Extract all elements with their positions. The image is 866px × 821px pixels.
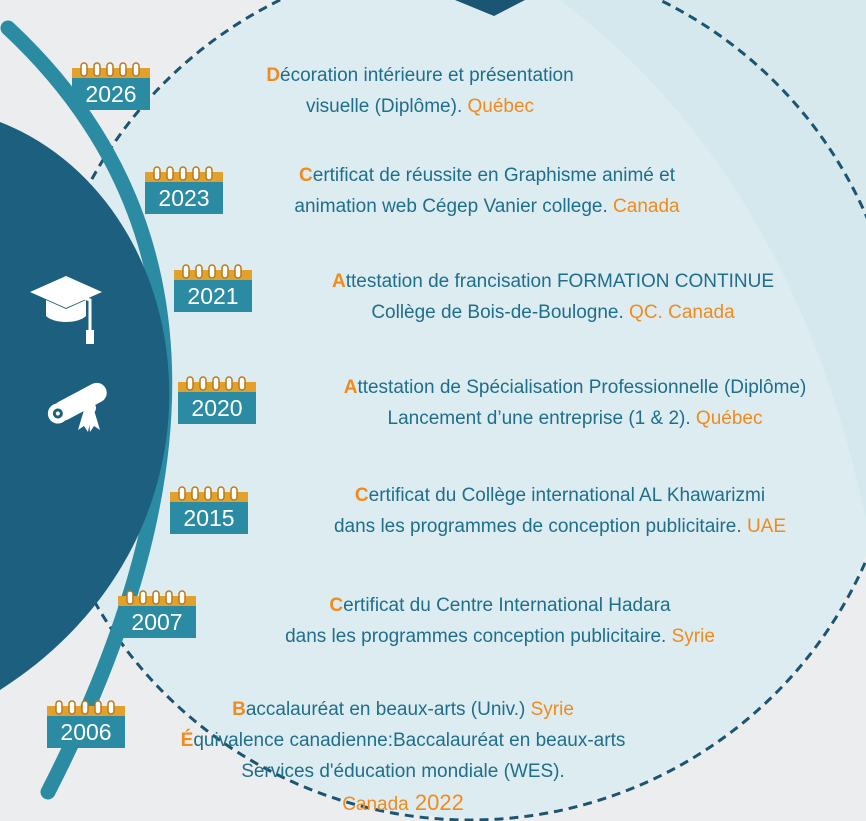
year-badge: 2020: [178, 376, 256, 424]
entry-text: dans les programmes conception publicita…: [285, 626, 672, 647]
initial-letter: C: [354, 485, 369, 506]
entry-text: accalauréat en beaux-arts (Univ.): [245, 699, 531, 720]
year-badge: 2026: [72, 62, 150, 110]
entry-text: quivalence canadienne:Baccalauréat en be…: [193, 730, 626, 751]
calendar-icon: [145, 166, 223, 184]
entry-line: Collège de Bois-de-Boulogne. QC. Canada: [253, 297, 853, 328]
initial-letter: A: [331, 271, 346, 292]
year-label: 2021: [174, 280, 252, 312]
initial-letter: C: [299, 165, 313, 186]
year-label: 2026: [72, 78, 150, 110]
year-label: 2020: [178, 392, 256, 424]
timeline-entry: Certificat du Centre International Hadar…: [200, 590, 800, 652]
initial-letter: A: [343, 377, 358, 398]
diploma-scroll-icon: [47, 382, 107, 432]
calendar-icon: [178, 376, 256, 394]
year-badge: 2006: [47, 700, 125, 748]
timeline-entry: Certificat de réussite en Graphisme anim…: [187, 160, 787, 222]
location-label: QC. Canada: [629, 302, 735, 323]
entry-line: Services d'éducation mondiale (WES).: [103, 756, 703, 787]
initial-letter: C: [329, 595, 344, 616]
initial-letter: D: [266, 65, 281, 86]
year-badge: 2007: [118, 590, 196, 638]
location-label: Québec: [695, 408, 763, 429]
entry-line: Certificat du Centre International Hadar…: [200, 590, 800, 621]
entry-line: visuelle (Diplôme). Québec: [120, 91, 720, 122]
entry-text: écoration intérieure et présentation: [280, 65, 574, 86]
initial-letter: É: [180, 730, 194, 751]
arrow-head: [455, 0, 525, 16]
entry-text: ttestation de francisation FORMATION CON…: [345, 271, 775, 292]
entry-line: Certificat du Collège international AL K…: [260, 480, 860, 511]
timeline-entry: Baccalauréat en beaux-arts (Univ.) Syrie…: [103, 694, 703, 820]
entry-line: Certificat de réussite en Graphisme anim…: [187, 160, 787, 191]
timeline-entry: Certificat du Collège international AL K…: [260, 480, 860, 542]
initial-letter: B: [232, 699, 246, 720]
year-label: 2015: [170, 502, 248, 534]
year-badge: 2023: [145, 166, 223, 214]
entry-text: Services d'éducation mondiale (WES).: [241, 761, 565, 782]
entry-text: Collège de Bois-de-Boulogne.: [371, 302, 630, 323]
entry-text: ertificat du Collège international AL Kh…: [368, 485, 766, 506]
location-label: Québec: [467, 96, 535, 117]
entry-text: ertificat du Centre International Hadara: [343, 595, 671, 616]
calendar-icon: [47, 700, 125, 718]
entry-line: Attestation de Spécialisation Profession…: [275, 372, 866, 403]
year-label: 2007: [118, 606, 196, 638]
entry-line: Équivalence canadienne:Baccalauréat en b…: [103, 725, 703, 756]
entry-text: visuelle (Diplôme).: [305, 96, 468, 117]
year-badge: 2015: [170, 486, 248, 534]
location-label: UAE: [746, 516, 787, 537]
entry-line: Baccalauréat en beaux-arts (Univ.) Syrie: [103, 694, 703, 725]
graduation-cap-icon: [30, 276, 102, 344]
entry-line: dans les programmes de conception public…: [260, 511, 860, 542]
entry-line: Canada 2022: [103, 787, 703, 820]
calendar-icon: [170, 486, 248, 504]
entry-line: animation web Cégep Vanier college. Cana…: [187, 191, 787, 222]
entry-line: Lancement d’une entreprise (1 & 2). Québ…: [275, 403, 866, 434]
year-label: 2023: [145, 182, 223, 214]
timeline-entry: Attestation de francisation FORMATION CO…: [253, 266, 853, 328]
background-circle: [40, 0, 866, 818]
location-label: Syrie: [671, 626, 715, 647]
calendar-icon: [118, 590, 196, 608]
entry-text: Lancement d’une entreprise (1 & 2).: [387, 408, 696, 429]
year-label: 2006: [47, 716, 125, 748]
calendar-icon: [174, 264, 252, 282]
entry-text: dans les programmes de conception public…: [333, 516, 747, 537]
entry-line: Attestation de francisation FORMATION CO…: [253, 266, 853, 297]
location-label: Canada: [342, 794, 409, 815]
calendar-icon: [72, 62, 150, 80]
entry-line: Décoration intérieure et présentation: [120, 60, 720, 91]
entry-text: ertificat de réussite en Graphisme animé…: [312, 165, 675, 186]
location-label: Syrie: [530, 699, 574, 720]
year-badge: 2021: [174, 264, 252, 312]
equivalence-year: 2022: [408, 790, 464, 815]
location-label: Canada: [613, 196, 680, 217]
entry-text: animation web Cégep Vanier college.: [294, 196, 614, 217]
background-sweep: [560, 0, 866, 520]
entry-text: ttestation de Spécialisation Professionn…: [357, 377, 807, 398]
timeline-entry: Attestation de Spécialisation Profession…: [275, 372, 866, 434]
entry-line: dans les programmes conception publicita…: [200, 621, 800, 652]
